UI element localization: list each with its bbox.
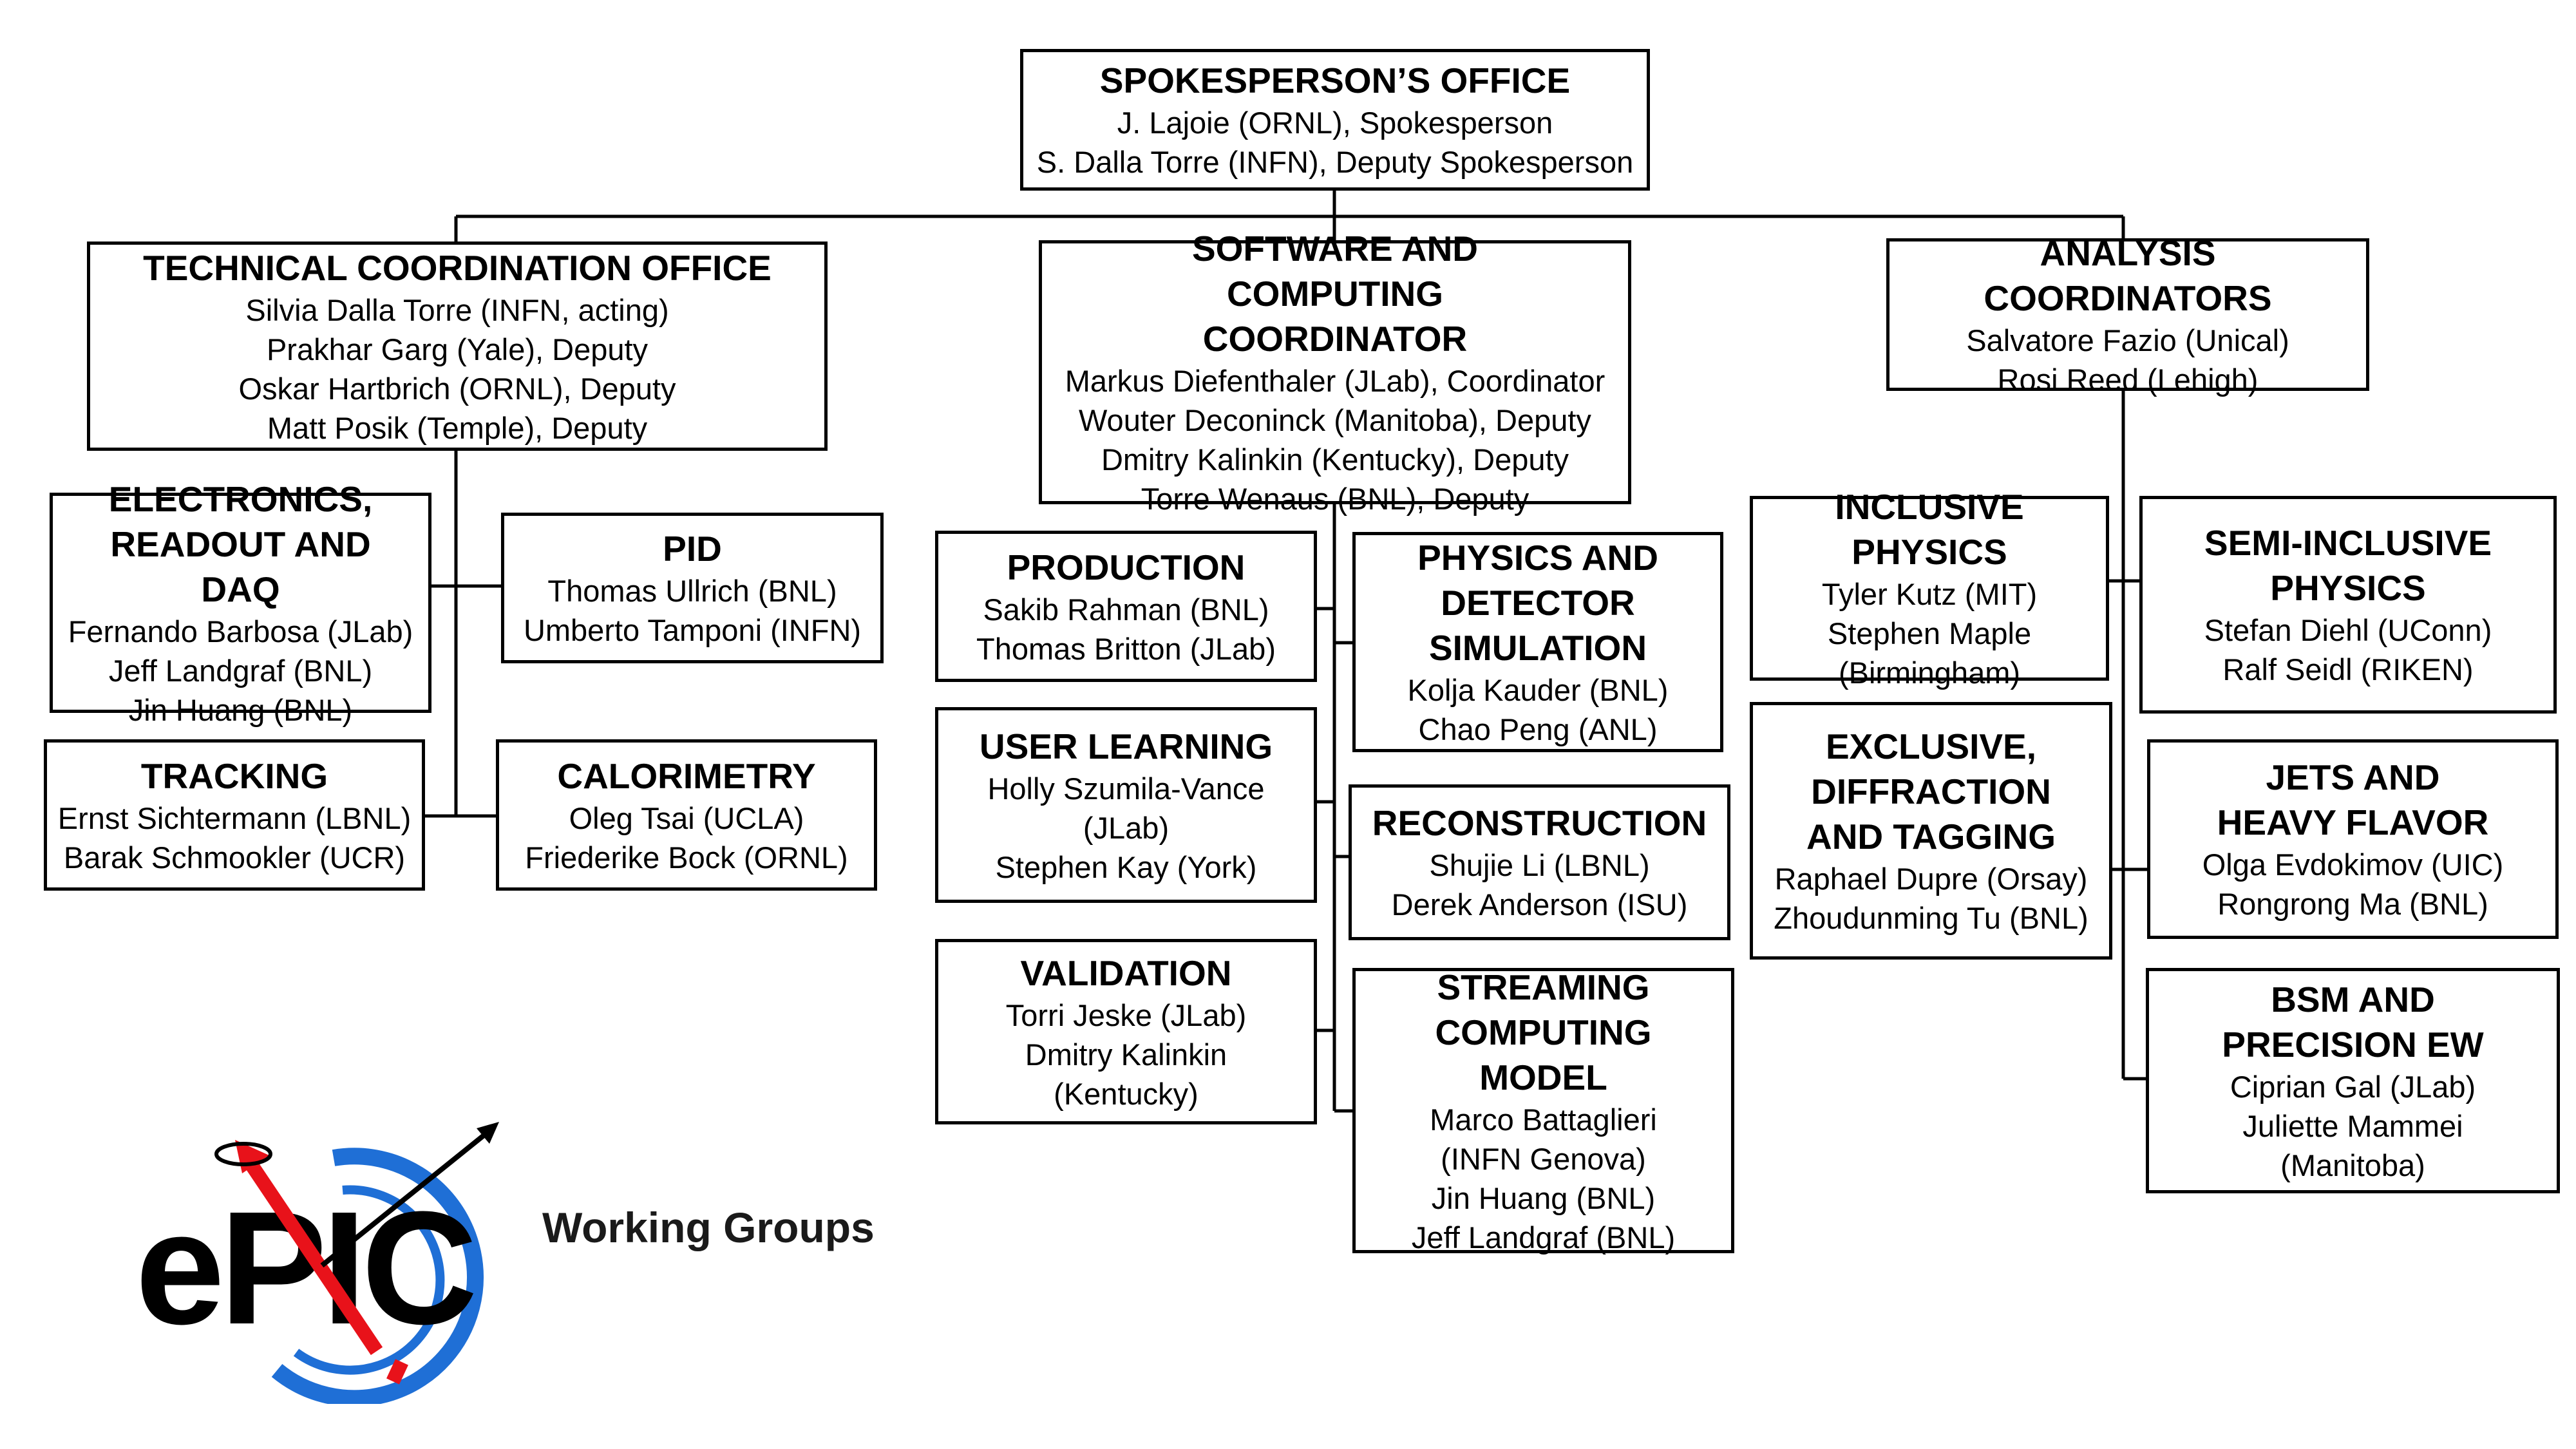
streaming-computing-model-box: STREAMING COMPUTING MODEL Marco Battagli… xyxy=(1352,967,1734,1255)
box-title: TRACKING xyxy=(140,755,328,796)
member-line: Derek Anderson (ISU) xyxy=(1391,887,1688,922)
member-line: Ernst Sichtermann (LBNL) xyxy=(57,800,412,835)
member-line: Silvia Dalla Torre (INFN, acting) xyxy=(245,292,669,327)
member-line: Sakib Rahman (BNL) xyxy=(983,592,1269,627)
reconstruction-box: RECONSTRUCTION Shujie Li (LBNL) Derek An… xyxy=(1349,784,1730,940)
member-line: Markus Diefenthaler (JLab), Coordinator xyxy=(1065,364,1605,398)
box-title: ELECTRONICS, READOUT AND DAQ xyxy=(108,478,373,609)
box-title: EXCLUSIVE, DIFFRACTION AND TAGGING xyxy=(1806,726,2056,857)
box-title: SPOKESPERSON’S OFFICE xyxy=(1099,61,1571,100)
box-title: PID xyxy=(663,529,722,569)
member-line: J. Lajoie (ORNL), Spokesperson xyxy=(1117,106,1553,140)
member-line: Jeff Landgraf (BNL) xyxy=(108,653,373,688)
jets-heavy-flavor-box: JETS AND HEAVY FLAVOR Olga Evdokimov (UI… xyxy=(2147,739,2559,939)
member-line: Salvatore Fazio (Unical) xyxy=(1966,323,2289,357)
member-line: Olga Evdokimov (UIC) xyxy=(2202,848,2504,882)
box-title: CALORIMETRY xyxy=(557,755,816,796)
member-line: Jeff Landgraf (BNL) xyxy=(1411,1220,1676,1255)
box-title: PHYSICS AND DETECTOR SIMULATION xyxy=(1417,538,1658,668)
box-title: PRODUCTION xyxy=(1007,547,1245,587)
member-line: S. Dalla Torre (INFN), Deputy Spokespers… xyxy=(1036,145,1634,179)
member-line: (Birmingham) xyxy=(1838,656,2021,690)
member-line: Torri Jeske (JLab) xyxy=(1005,998,1247,1032)
box-title: INCLUSIVE PHYSICS xyxy=(1835,487,2024,572)
epic-logo: ePIC xyxy=(135,1122,499,1404)
member-line: Tyler Kutz (MIT) xyxy=(1821,577,2038,611)
box-title: ANALYSIS COORDINATORS xyxy=(1984,232,2272,318)
validation-box: VALIDATION Torri Jeske (JLab) Dmitry Kal… xyxy=(935,939,1317,1124)
member-line: Thomas Britton (JLab) xyxy=(976,631,1276,666)
member-line: Zhoudunming Tu (BNL) xyxy=(1774,901,2088,935)
box-title: JETS AND HEAVY FLAVOR xyxy=(2217,757,2489,842)
box-title: VALIDATION xyxy=(1020,952,1232,993)
member-line: Torre Wenaus (BNL), Deputy xyxy=(1141,482,1530,516)
member-line: (JLab) xyxy=(1083,810,1170,845)
member-line: Oskar Hartbrich (ORNL), Deputy xyxy=(238,371,676,406)
working-groups-caption: Working Groups xyxy=(542,1204,875,1251)
member-line: Rosi Reed (Lehigh) xyxy=(1997,362,2259,397)
exclusive-diffraction-tagging-box: EXCLUSIVE, DIFFRACTION AND TAGGING Rapha… xyxy=(1750,702,2112,960)
analysis-coordinators-box: ANALYSIS COORDINATORS Salvatore Fazio (U… xyxy=(1886,233,2369,397)
spin-orbit-icon xyxy=(214,1142,272,1166)
member-line: (INFN Genova) xyxy=(1441,1141,1646,1176)
member-line: (Kentucky) xyxy=(1054,1076,1198,1111)
semi-inclusive-physics-box: SEMI-INCLUSIVE PHYSICS Stefan Diehl (UCo… xyxy=(2139,496,2557,714)
member-line: Raphael Dupre (Orsay) xyxy=(1774,862,2088,896)
member-line: Oleg Tsai (UCLA) xyxy=(569,800,804,835)
member-line: Jin Huang (BNL) xyxy=(1431,1180,1656,1215)
member-line: Shujie Li (LBNL) xyxy=(1429,848,1650,882)
bsm-precision-ew-box: BSM AND PRECISION EW Ciprian Gal (JLab) … xyxy=(2146,968,2560,1193)
member-line: Dmitry Kalinkin xyxy=(1025,1037,1227,1072)
box-title: BSM AND PRECISION EW xyxy=(2222,979,2484,1065)
member-line: Juliette Mammei xyxy=(2242,1108,2463,1143)
member-line: Marco Battaglieri xyxy=(1430,1102,1657,1137)
member-line: Barak Schmookler (UCR) xyxy=(63,840,406,875)
inclusive-physics-box: INCLUSIVE PHYSICS Tyler Kutz (MIT) Steph… xyxy=(1750,487,2109,690)
member-line: Holly Szumila-Vance xyxy=(987,771,1265,806)
member-line: Prakhar Garg (Yale), Deputy xyxy=(266,332,649,366)
tracking-box: TRACKING Ernst Sichtermann (LBNL) Barak … xyxy=(44,739,425,891)
member-line: Friederike Bock (ORNL) xyxy=(525,840,848,875)
box-title: STREAMING COMPUTING MODEL xyxy=(1435,967,1652,1097)
software-computing-box: SOFTWARE AND COMPUTING COORDINATOR Marku… xyxy=(1039,229,1631,516)
physics-detector-simulation-box: PHYSICS AND DETECTOR SIMULATION Kolja Ka… xyxy=(1352,532,1723,752)
production-box: PRODUCTION Sakib Rahman (BNL) Thomas Bri… xyxy=(935,531,1317,682)
calorimetry-box: CALORIMETRY Oleg Tsai (UCLA) Friederike … xyxy=(496,739,877,891)
box-title: SEMI-INCLUSIVE PHYSICS xyxy=(2204,523,2492,608)
technical-coordination-box: TECHNICAL COORDINATION OFFICE Silvia Dal… xyxy=(87,242,828,451)
spokesperson-office-box: SPOKESPERSON’S OFFICE J. Lajoie (ORNL), … xyxy=(1020,49,1650,191)
member-line: Stephen Maple xyxy=(1827,616,2032,650)
box-title: SOFTWARE AND COMPUTING COORDINATOR xyxy=(1191,229,1479,359)
electronics-daq-box: ELECTRONICS, READOUT AND DAQ Fernando Ba… xyxy=(50,479,431,727)
logo-black-arrow xyxy=(320,1122,499,1268)
member-line: Dmitry Kalinkin (Kentucky), Deputy xyxy=(1101,442,1569,477)
member-line: Fernando Barbosa (JLab) xyxy=(68,614,413,649)
logo-wordmark: ePIC xyxy=(135,1178,473,1358)
member-line: Ralf Seidl (RIKEN) xyxy=(2222,652,2474,687)
member-line: (Manitoba) xyxy=(2280,1148,2425,1182)
user-learning-box: USER LEARNING Holly Szumila-Vance (JLab)… xyxy=(935,707,1317,903)
pid-box: PID Thomas Ullrich (BNL) Umberto Tamponi… xyxy=(501,513,884,663)
member-line: Chao Peng (ANL) xyxy=(1418,712,1658,746)
member-line: Thomas Ullrich (BNL) xyxy=(547,574,837,608)
member-line: Wouter Deconinck (Manitoba), Deputy xyxy=(1079,403,1591,437)
member-line: Umberto Tamponi (INFN) xyxy=(523,613,862,647)
member-line: Jin Huang (BNL) xyxy=(128,692,353,727)
member-line: Kolja Kauder (BNL) xyxy=(1407,673,1669,707)
member-line: Stefan Diehl (UConn) xyxy=(2204,613,2492,647)
box-title: USER LEARNING xyxy=(979,726,1273,766)
logo-blue-ring xyxy=(271,1148,484,1404)
member-line: Matt Posik (Temple), Deputy xyxy=(267,410,648,445)
member-line: Rongrong Ma (BNL) xyxy=(2217,887,2488,921)
member-line: Ciprian Gal (JLab) xyxy=(2230,1069,2476,1104)
box-title: RECONSTRUCTION xyxy=(1372,803,1707,843)
box-title: TECHNICAL COORDINATION OFFICE xyxy=(143,247,772,288)
member-line: Stephen Kay (York) xyxy=(995,849,1257,884)
